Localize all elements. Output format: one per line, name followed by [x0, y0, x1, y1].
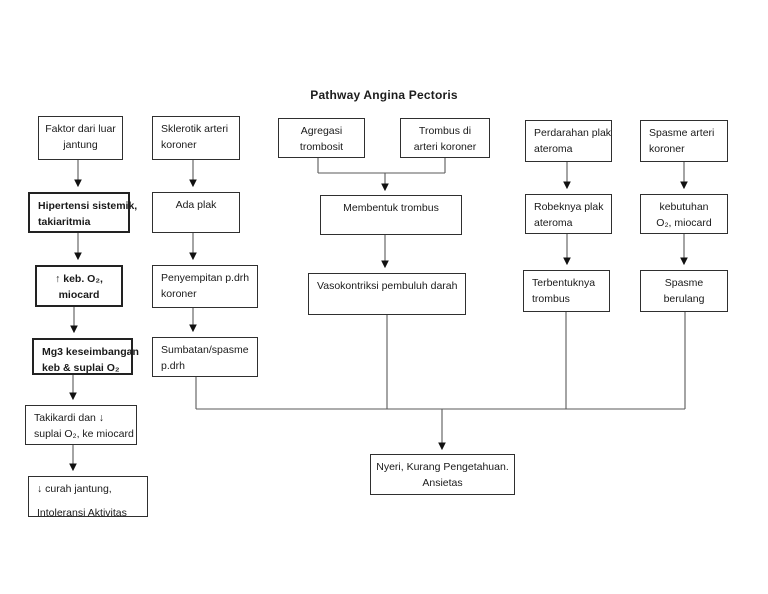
node-text: Intoleransi Aktivitas [37, 506, 127, 519]
node-sklerotik-arteri-koroner: Sklerotik arteri koroner [152, 116, 240, 160]
node-text: Mg3 keseimbangan [42, 346, 139, 358]
node-text: ateroma [534, 142, 573, 155]
node-text: trombus [532, 292, 570, 305]
node-text: kebutuhan [659, 201, 709, 213]
node-text: ↓ curah jantung, [37, 483, 112, 495]
node-text: Nyeri, Kurang Pengetahuan. [376, 461, 509, 473]
node-membentuk-trombus: Membentuk trombus [320, 195, 462, 235]
node-text: Membentuk trombus [343, 202, 439, 214]
node-text: Ansietas [422, 476, 463, 489]
node-curah-jantung-intoleransi: ↓ curah jantung, Intoleransi Aktivitas [28, 476, 148, 519]
node-text: jantung [63, 138, 98, 151]
node-keseimbangan-keb-suplai-o2: Mg3 keseimbangan keb & suplai O₂ [32, 338, 139, 375]
node-text: arteri koroner [413, 140, 477, 153]
node-text: Penyempitan p.drh [161, 272, 250, 284]
node-ada-plak: Ada plak [152, 192, 240, 233]
node-text: Terbentuknya [532, 277, 596, 289]
node-spasme-arteri-koroner: Spasme arteri koroner [640, 120, 728, 162]
node-trombus-di-arteri-koroner: Trombus di arteri koroner [400, 118, 490, 158]
diagram-title: Pathway Angina Pectoris [310, 88, 458, 102]
node-text: Hipertensi sistemik, [38, 200, 138, 212]
node-text: O₂, miocard [656, 216, 712, 229]
node-text: berulang [663, 292, 705, 305]
node-faktor-dari-luar-jantung: Faktor dari luar jantung [38, 116, 123, 160]
node-text: suplai O₂, ke miocard [34, 427, 134, 440]
node-terbentuknya-trombus: Terbentuknya trombus [523, 270, 610, 312]
node-text: takiaritmia [38, 215, 91, 228]
node-takikardi-suplai-o2: Takikardi dan ↓ suplai O₂, ke miocard [25, 405, 137, 445]
node-keb-o2-miocard: ↑ keb. O₂, miocard [35, 265, 123, 307]
node-text: keb & suplai O₂ [42, 361, 120, 374]
node-text: Vasokontriksi pembuluh darah [317, 280, 458, 292]
node-text: Sklerotik arteri [161, 123, 229, 135]
node-text: ateroma [534, 216, 573, 229]
node-text: Ada plak [175, 199, 217, 211]
node-perdarahan-plak-ateroma: Perdarahan plak ateroma [525, 120, 612, 162]
node-kebutuhan-o2-miocard: kebutuhan O₂, miocard [640, 194, 728, 234]
node-text: koroner [161, 138, 197, 151]
node-text: Robeknya plak [534, 201, 604, 213]
node-text: Spasme [664, 277, 704, 289]
node-text: Faktor dari luar [45, 123, 116, 135]
node-text: Takikardi dan ↓ [34, 412, 105, 424]
node-penyempitan-pdrh-koroner: Penyempitan p.drh koroner [152, 265, 258, 308]
node-text: Trombus di [418, 125, 472, 137]
node-text: p.drh [161, 359, 185, 372]
node-text: Perdarahan plak [534, 127, 612, 139]
node-agregasi-trombosit: Agregasi trombosit [278, 118, 365, 158]
node-text: miocard [58, 288, 100, 301]
node-text: koroner [161, 287, 197, 300]
node-sumbatan-spasme-pdrh: Sumbatan/spasme p.drh [152, 337, 258, 377]
node-text: koroner [649, 142, 685, 155]
node-spasme-berulang: Spasme berulang [640, 270, 728, 312]
node-text: ↑ keb. O₂, [55, 273, 103, 285]
node-vasokontriksi-pembuluh-darah: Vasokontriksi pembuluh darah [308, 273, 466, 315]
node-text: Sumbatan/spasme [161, 344, 249, 356]
node-hipertensi-sistemik: Hipertensi sistemik, takiaritmia [28, 192, 138, 233]
node-robeknya-plak-ateroma: Robeknya plak ateroma [525, 194, 612, 234]
node-text: Spasme arteri [649, 127, 715, 139]
node-text: trombosit [299, 140, 344, 153]
node-nyeri-kurang-pengetahuan-ansietas: Nyeri, Kurang Pengetahuan. Ansietas [370, 454, 515, 495]
node-text: Agregasi [300, 125, 343, 137]
